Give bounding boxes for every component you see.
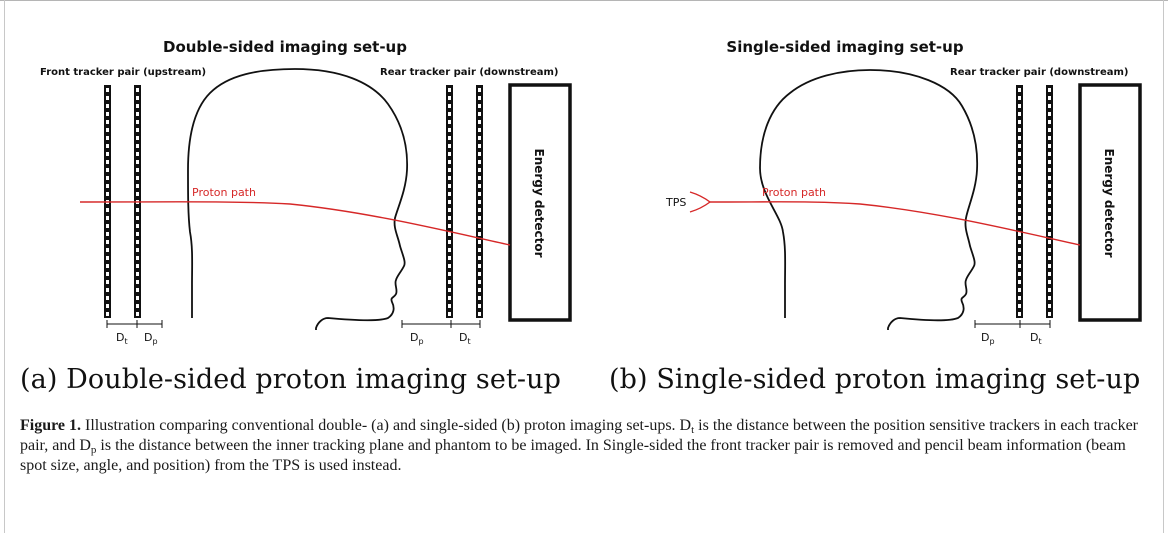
page-left-border	[4, 0, 5, 533]
caption-text-1: Illustration comparing conventional doub…	[81, 417, 692, 434]
tps-beam-symbol	[689, 191, 712, 213]
page-right-border	[1163, 0, 1164, 533]
panel-b-diagram: Single-sided imaging set-up Rear tracker…	[665, 38, 1142, 346]
caption-sub-1: t	[691, 424, 695, 436]
caption-text-2: is the distance between the position sen…	[20, 417, 1139, 454]
subcaption-b: (b) Single-sided proton imaging set-up	[609, 364, 1141, 395]
dt-label-a2: Dt	[459, 331, 471, 346]
subcaption-a: (a) Double-sided proton imaging set-up	[20, 364, 561, 395]
proton-path-b	[709, 201, 1081, 246]
dt-label-b: Dt	[1030, 331, 1042, 346]
dimension-markers-a	[106, 320, 481, 328]
tracker-plane-rear-outer-b	[1046, 85, 1053, 318]
dimension-markers-b	[974, 320, 1051, 328]
figure-caption: Figure 1. Illustration comparing convent…	[20, 416, 1148, 476]
energy-detector-a	[508, 83, 572, 322]
proton-path-label-b: Proton path	[762, 186, 826, 199]
tracker-plane-rear-outer-a	[476, 85, 483, 318]
figure-label: Figure 1.	[20, 417, 82, 434]
rear-tracker-label-a: Rear tracker pair (downstream)	[380, 67, 559, 78]
panel-a-diagram: Double-sided imaging set-up Front tracke…	[40, 38, 572, 346]
dp-label-b: Dp	[981, 331, 995, 346]
panel-a-title: Double-sided imaging set-up	[163, 38, 407, 56]
tracker-plane-rear-inner-a	[446, 85, 453, 318]
proton-path-label-a: Proton path	[192, 186, 256, 199]
caption-text-3: is the distance between the inner tracki…	[20, 437, 1126, 474]
caption-sub-2: p	[90, 444, 97, 456]
panel-b-title: Single-sided imaging set-up	[726, 38, 963, 56]
dp-label-a: Dp	[144, 331, 158, 346]
energy-detector-label-b: Energy detector	[1102, 148, 1116, 257]
head-phantom-b	[759, 69, 979, 330]
dt-label-a: Dt	[116, 331, 128, 346]
head-phantom-a	[187, 68, 409, 330]
front-tracker-label: Front tracker pair (upstream)	[40, 67, 206, 78]
energy-detector-label-a: Energy detector	[532, 148, 546, 257]
tracker-planes-b	[1016, 85, 1053, 318]
tracker-plane-rear-inner-b	[1016, 85, 1023, 318]
proton-path-a	[79, 201, 511, 246]
tps-label: TPS	[665, 196, 686, 209]
rear-tracker-label-b: Rear tracker pair (downstream)	[950, 67, 1129, 78]
page-top-border	[0, 0, 1168, 1]
energy-detector-b	[1078, 83, 1142, 322]
dp-label-a2: Dp	[410, 331, 424, 346]
figure-illustration: Double-sided imaging set-up Front tracke…	[40, 38, 1142, 346]
